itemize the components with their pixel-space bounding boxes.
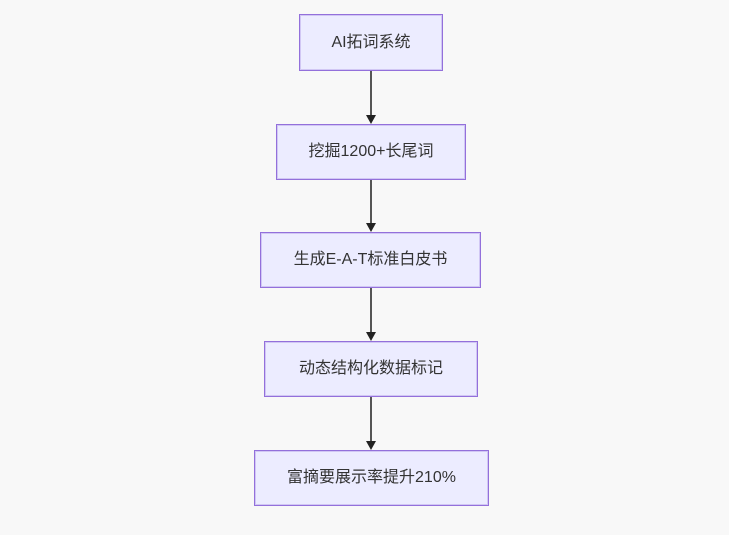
flow-node-ai-word-expansion-system: AI拓词系统 [299,14,443,71]
arrow-line [370,180,372,223]
arrow-down-icon [366,441,376,450]
flow-node-mine-longtail-keywords: 挖掘1200+长尾词 [276,124,466,180]
flow-edge-2 [365,180,377,232]
flow-node-label: 动态结构化数据标记 [298,360,443,377]
arrow-down-icon [366,223,376,232]
arrow-line [370,71,372,115]
flow-edge-4 [365,397,377,450]
arrow-line [370,288,372,332]
flow-node-label: 挖掘1200+长尾词 [308,143,434,160]
flow-node-generate-eat-whitepaper: 生成E-A-T标准白皮书 [260,232,481,288]
flow-node-label: AI拓词系统 [331,33,411,51]
arrow-down-icon [366,332,376,341]
arrow-line [370,397,372,441]
flow-node-rich-snippet-rate-increase: 富摘要展示率提升210% [254,450,489,506]
flow-edge-3 [365,288,377,341]
flow-node-dynamic-structured-data-markup: 动态结构化数据标记 [264,341,478,397]
flow-node-label: 生成E-A-T标准白皮书 [293,251,448,268]
arrow-down-icon [366,115,376,124]
flow-edge-1 [365,71,377,124]
flow-node-label: 富摘要展示率提升210% [287,469,456,486]
